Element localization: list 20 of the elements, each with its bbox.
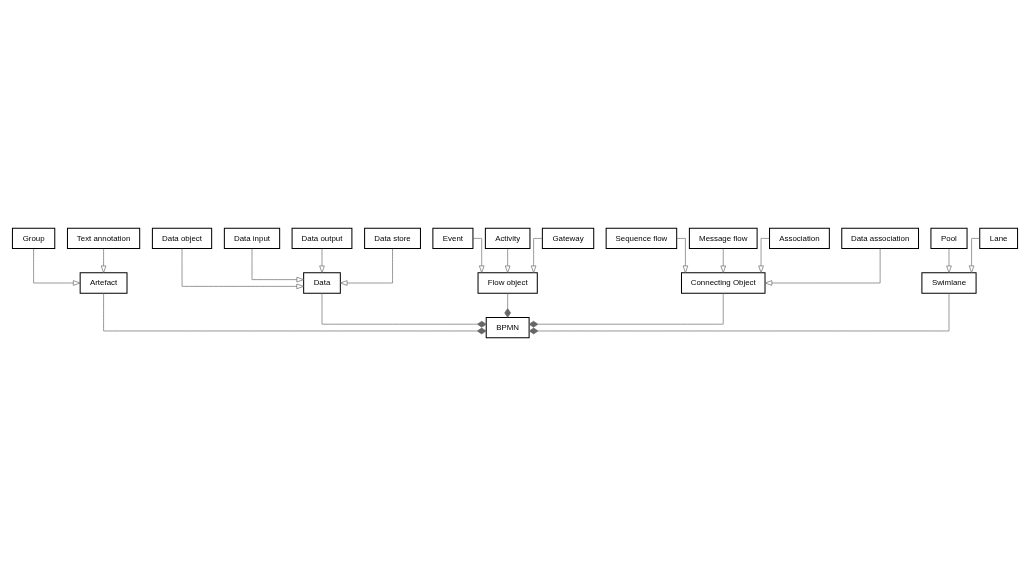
arrow [251,248,304,283]
arrow [946,248,952,274]
connector [504,293,511,318]
arrow [504,248,511,274]
arrow [33,248,81,286]
arrow [764,248,881,286]
arrow [758,238,770,273]
arrow [530,238,543,273]
arrow [319,248,325,274]
arrow [181,248,304,290]
arrow [340,248,393,286]
connector [321,292,487,328]
connector [528,292,950,335]
connector [528,292,724,328]
connector [103,292,487,335]
arrow [676,238,689,273]
arrow [720,248,726,274]
arrow [472,238,485,273]
arrow [968,238,981,273]
arrow [100,248,107,274]
